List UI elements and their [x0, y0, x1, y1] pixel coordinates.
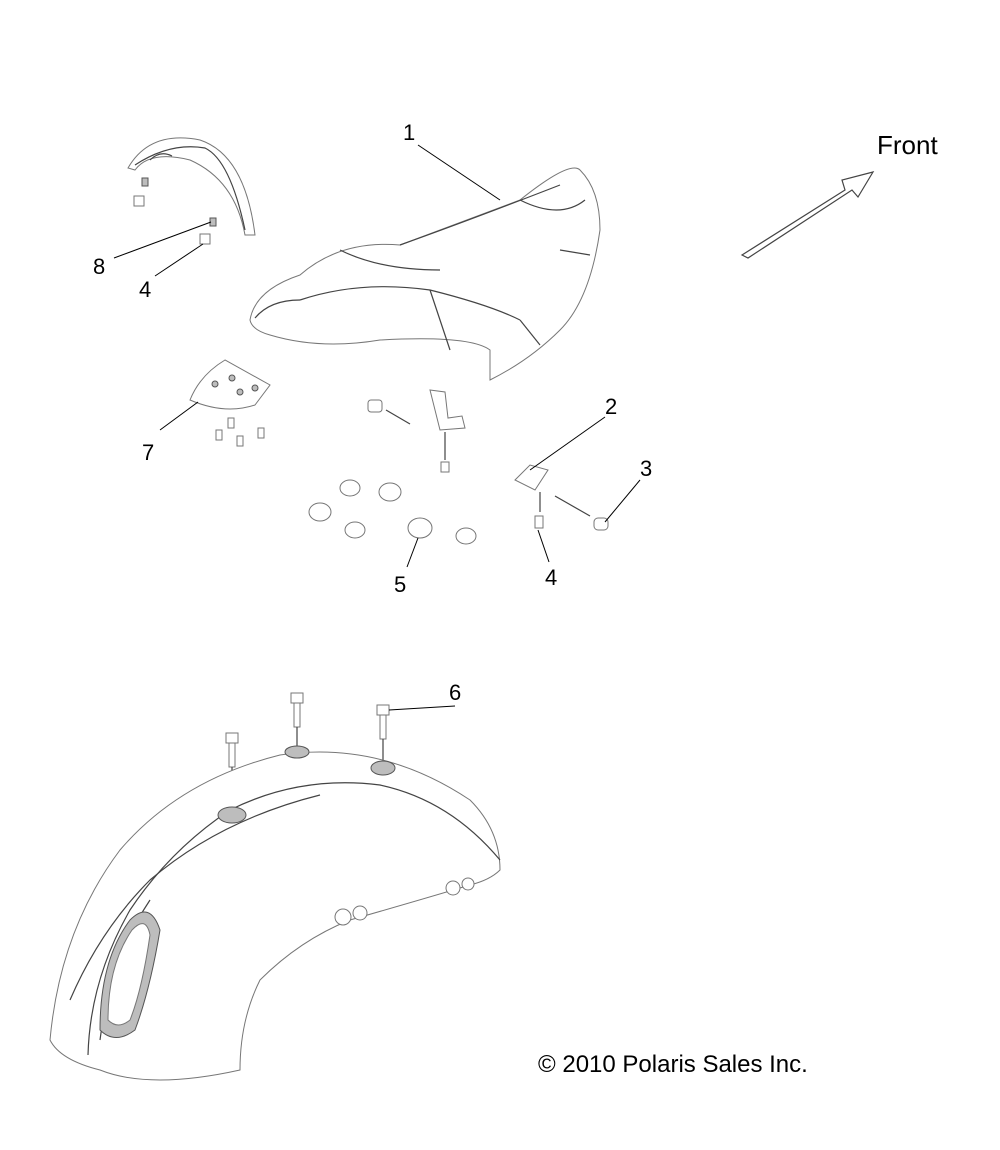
leader-3	[604, 479, 641, 523]
copyright-notice: © 2010 Polaris Sales Inc.	[538, 1051, 808, 1078]
leader-6	[388, 705, 456, 711]
stud-small	[133, 177, 217, 245]
seat	[249, 167, 601, 381]
grommets	[308, 479, 477, 545]
callout-3: 3	[640, 456, 652, 481]
leader-4a	[154, 243, 204, 277]
leader-5	[406, 537, 419, 568]
leader-1	[417, 144, 501, 201]
callout-7: 7	[142, 440, 154, 465]
front-fender	[49, 745, 501, 1081]
rear-trim-part	[127, 137, 256, 236]
callout-1: 1	[403, 120, 415, 145]
callout-8: 8	[93, 254, 105, 279]
leader-2	[529, 416, 606, 471]
callout-4a: 4	[139, 277, 151, 302]
center-bracket	[367, 389, 466, 473]
fender-bolts	[225, 692, 390, 810]
plate-screws	[215, 417, 265, 447]
callout-4b: 4	[545, 565, 557, 590]
callout-6: 6	[449, 680, 461, 705]
leader-4b	[537, 529, 550, 563]
right-bracket	[514, 464, 609, 531]
leader-7	[159, 401, 199, 431]
front-arrow	[740, 171, 875, 259]
front-label: Front	[877, 130, 938, 160]
mounting-plate	[189, 359, 271, 410]
leader-8	[113, 221, 212, 259]
callout-2: 2	[605, 394, 617, 419]
callout-5: 5	[394, 572, 406, 597]
